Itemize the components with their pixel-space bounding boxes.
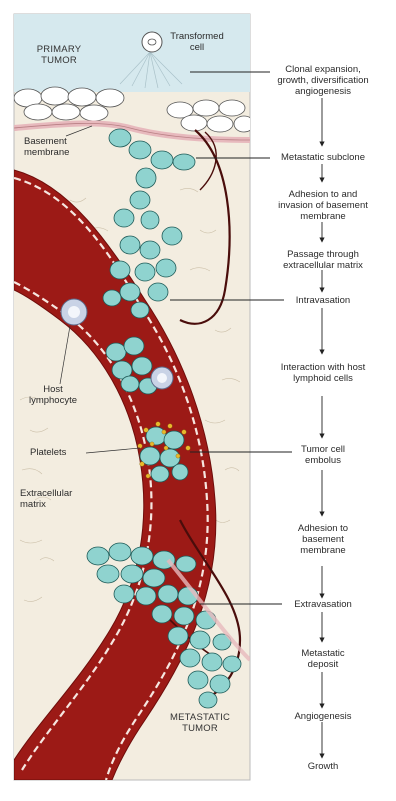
step-clonal-expansion: Clonal expansion, growth, diversificatio… <box>258 64 388 97</box>
label-extracellular-matrix: Extracellular matrix <box>20 488 100 510</box>
step-intravasation: Intravasation <box>258 295 388 306</box>
step-passage-matrix: Passage through extracellular matrix <box>258 249 388 271</box>
label-metastatic-tumor: METASTATIC TUMOR <box>158 712 242 734</box>
label-host-lymphocyte: Host lymphocyte <box>18 384 88 406</box>
label-basement-membrane: Basement membrane <box>24 136 94 158</box>
transformed-cell <box>142 32 162 52</box>
step-adhesion-basement: Adhesion to basement membrane <box>258 523 388 556</box>
step-angiogenesis: Angiogenesis <box>258 711 388 722</box>
step-metastatic-subclone: Metastatic subclone <box>258 152 388 163</box>
step-adhesion-invasion: Adhesion to and invasion of basement mem… <box>258 189 388 222</box>
label-primary-tumor: PRIMARY TUMOR <box>24 44 94 66</box>
step-metastatic-deposit: Metastatic deposit <box>258 648 388 670</box>
label-platelets: Platelets <box>30 447 90 458</box>
step-interaction-lymphoid: Interaction with host lymphoid cells <box>258 362 388 384</box>
step-extravasation: Extravasation <box>258 599 388 610</box>
step-tumor-embolus: Tumor cell embolus <box>258 444 388 466</box>
step-growth: Growth <box>258 761 388 772</box>
label-transformed-cell: Transformed cell <box>162 31 232 53</box>
